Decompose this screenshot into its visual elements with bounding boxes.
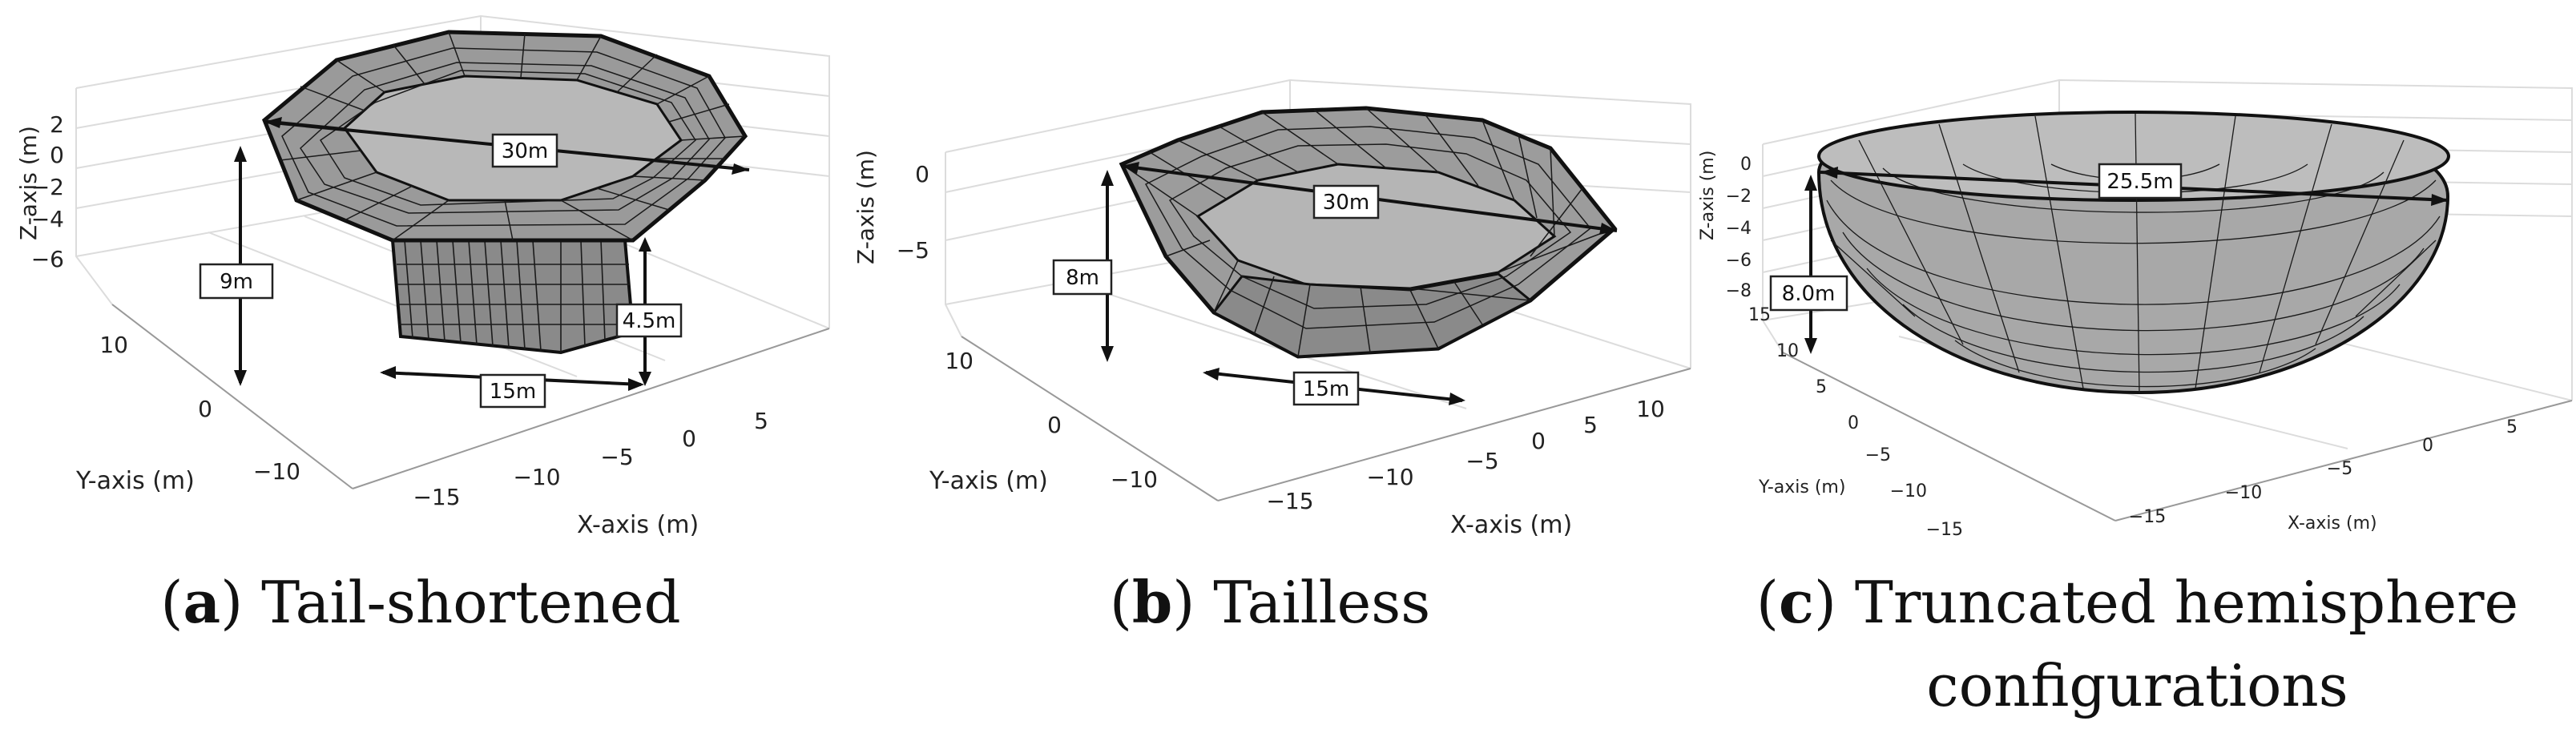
panel-c-x-tick: 0: [2422, 436, 2433, 456]
panel-a-x-axis-label: X-axis (m): [577, 511, 699, 539]
panel-a-z-tick: −2: [31, 174, 64, 200]
panel-c-y-tick: −15: [1926, 520, 1963, 540]
panel-c-axes: Z-axis (m) 0 −2 −4 −6 −8 15 10 5 0 −5 −1…: [1699, 151, 2518, 540]
panel-a-x-tick: 0: [682, 425, 696, 452]
panel-a-z-axis-label: Z-axis (m): [15, 126, 42, 240]
panel-b-x-tick: 10: [1636, 396, 1665, 422]
panel-c-diameter-label: 25.5m: [2106, 170, 2173, 194]
panel-a-plot: 30m 9m 4.5m 15m Z-axis (m) 2 0 −2 −4 −6 …: [15, 14, 830, 539]
panel-b-z-tick: −5: [897, 237, 929, 264]
panel-b-z-tick: 0: [915, 161, 929, 187]
panel-c-x-tick: −10: [2225, 483, 2262, 503]
panel-b-x-tick: −5: [1465, 448, 1498, 474]
panel-c-y-tick: −5: [1865, 445, 1891, 465]
panel-a-x-tick: −10: [513, 464, 560, 490]
panel-b-diameter-label: 30m: [1323, 191, 1369, 215]
panel-c-z-tick: −6: [1726, 251, 1752, 271]
panel-a-x-tick: −5: [600, 444, 633, 470]
panel-c-z-axis-label: Z-axis (m): [1699, 151, 1718, 240]
panel-c-hemisphere: 25.5m 8.0m Z-axis (m) 0 −2 −4 −6 −8 15 1…: [1699, 0, 2576, 741]
panel-c-z-tick: 0: [1740, 155, 1752, 175]
panel-b-bottom-width-label: 15m: [1303, 377, 1349, 401]
panel-c-plot: 25.5m 8.0m Z-axis (m) 0 −2 −4 −6 −8 15 1…: [1699, 79, 2573, 540]
panel-b-y-axis-label: Y-axis (m): [929, 467, 1048, 495]
panel-c-x-tick: 5: [2506, 417, 2518, 437]
panel-c-height-label: 8.0m: [1782, 282, 1836, 306]
panel-c-dimensions: 25.5m 8.0m: [1769, 163, 2449, 354]
panel-c-z-tick: −8: [1726, 281, 1752, 301]
panel-c-z-tick: −4: [1726, 219, 1752, 239]
panel-b-caption: (b) Tailless: [1109, 568, 1431, 636]
panel-a-x-tick: −15: [413, 484, 460, 510]
panel-a-x-tick: 5: [754, 408, 768, 434]
panel-b-y-tick: −10: [1111, 466, 1158, 493]
panel-a-height-label: 9m: [220, 270, 253, 294]
panel-b-axes: Z-axis (m) 0 −5 10 0 −10 Y-axis (m) −15 …: [853, 150, 1665, 539]
panel-b-dimensions: 30m 8m 15m: [1052, 162, 1618, 406]
panel-a-axes: Z-axis (m) 2 0 −2 −4 −6 10 0 −10 Y-axis …: [15, 111, 768, 539]
panel-a-tail-width-label: 15m: [490, 380, 536, 404]
panel-a-z-tick: −6: [31, 246, 64, 272]
panel-b-caption-text: Tailless: [1213, 569, 1431, 636]
panel-a-z-tick: −4: [31, 206, 64, 232]
panel-c-y-tick: 5: [1816, 377, 1827, 397]
panel-a-y-tick: −10: [253, 458, 300, 485]
panel-c-y-axis-label: Y-axis (m): [1758, 477, 1845, 497]
panel-a-letter: a: [183, 568, 221, 636]
panel-c-x-tick: −15: [2129, 507, 2166, 527]
panel-c-caption-line1: Truncated hemisphere: [1854, 569, 2519, 636]
panel-c-x-tick: −5: [2327, 459, 2352, 479]
panel-b-x-tick: 5: [1583, 412, 1598, 438]
panel-c-structure: [1816, 111, 2450, 395]
panel-b-x-tick: −10: [1366, 464, 1413, 490]
panel-b-y-tick: 0: [1047, 412, 1062, 438]
panel-b-x-tick: 0: [1531, 428, 1546, 454]
panel-b-z-axis-label: Z-axis (m): [853, 150, 879, 264]
panel-c-y-tick: 15: [1748, 305, 1771, 325]
panel-a-y-tick: 0: [198, 396, 212, 422]
panel-a-tail-height-label: 4.5m: [623, 309, 676, 333]
panel-b-x-axis-label: X-axis (m): [1450, 511, 1572, 539]
panel-b-y-tick: 10: [945, 348, 974, 374]
panel-b-tailless: 30m 8m 15m Z-axis (m) 0 −5 10 0 −10 Y-ax…: [841, 0, 1699, 741]
panel-b-height-label: 8m: [1066, 266, 1099, 290]
panel-c-caption-line2: configurations: [1926, 652, 2348, 719]
panel-a-tail-shortened: 30m 9m 4.5m 15m Z-axis (m) 2 0 −2 −4 −6 …: [0, 0, 841, 741]
panel-b-plot: 30m 8m 15m Z-axis (m) 0 −5 10 0 −10 Y-ax…: [853, 79, 1691, 539]
panel-a-dimensions: 30m 9m 4.5m 15m: [199, 117, 750, 409]
panel-b-structure: [1119, 106, 1618, 359]
panel-a-y-tick: 10: [99, 332, 128, 358]
panel-c-y-tick: 10: [1776, 341, 1799, 361]
panel-a-caption: (a) Tail-shortened: [160, 568, 681, 636]
panel-c-z-tick: −2: [1726, 187, 1752, 207]
panel-c-y-tick: 0: [1848, 413, 1859, 433]
panel-c-y-tick: −10: [1890, 481, 1927, 501]
panel-c-letter: c: [1778, 568, 1814, 636]
panel-b-x-tick: −15: [1266, 488, 1313, 514]
panel-a-diameter-label: 30m: [502, 139, 548, 163]
panel-b-letter: b: [1131, 568, 1173, 636]
panel-a-caption-text: Tail-shortened: [261, 569, 681, 636]
panel-a-z-tick: 2: [50, 111, 64, 138]
panel-a-z-tick: 0: [50, 142, 64, 168]
panel-a-y-axis-label: Y-axis (m): [75, 467, 195, 495]
panel-c-x-axis-label: X-axis (m): [2288, 513, 2377, 534]
